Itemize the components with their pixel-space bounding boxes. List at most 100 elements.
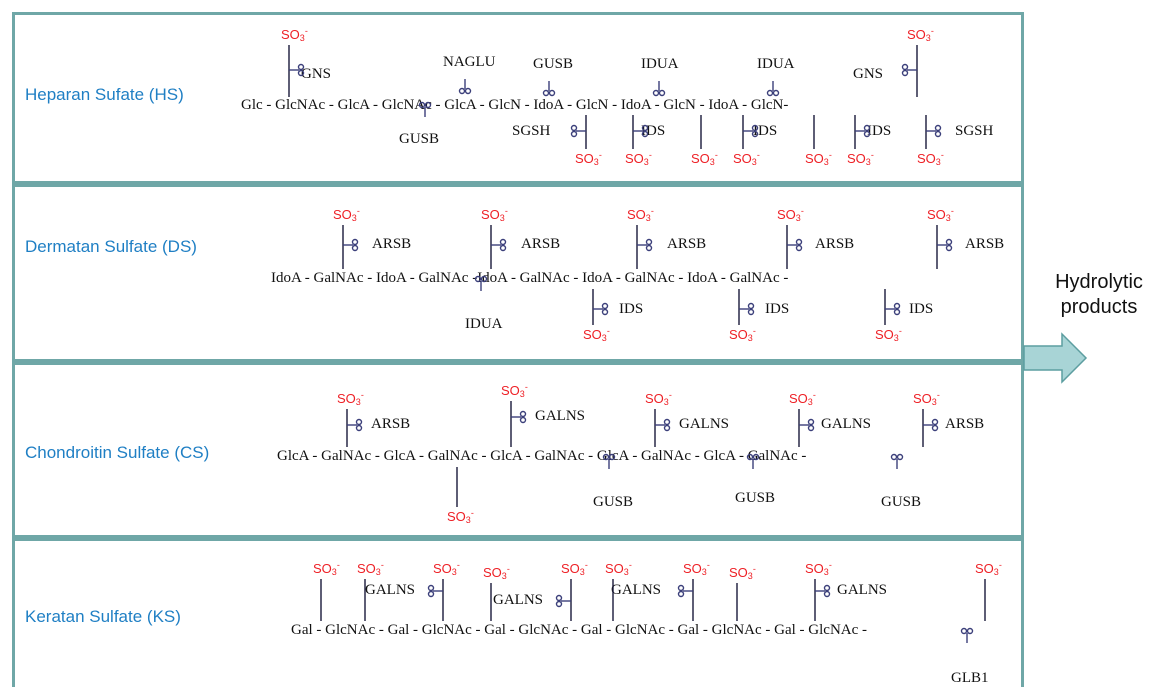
arrow-label-line: products: [1060, 296, 1138, 318]
enzyme-label: IDS: [619, 301, 644, 317]
enzyme-label: GUSB: [533, 56, 574, 72]
scissors-icon: [593, 302, 609, 316]
scissors-icon: [926, 124, 942, 138]
arrow-label-line: Hydrolytic: [1055, 271, 1143, 293]
enzyme-label: GALNS: [493, 592, 544, 608]
scissors-icon: [890, 453, 904, 469]
enzyme-label: IDS: [765, 301, 790, 317]
panel-label: Chondroitin Sulfate (CS): [25, 443, 210, 462]
enzyme-label: GUSB: [735, 490, 776, 506]
panel-label: Heparan Sufate (HS): [25, 85, 184, 104]
enzyme-label: IDS: [909, 301, 934, 317]
sulfate-group: SO3-: [847, 150, 874, 167]
sulfate-group: SO3-: [583, 326, 610, 343]
enzyme-label: IDUA: [465, 316, 503, 332]
scissors-icon: [474, 275, 488, 291]
panel-keratan-sulfate: Keratan Sulfate (KS) Gal - GlcNAc - Gal …: [12, 538, 1024, 687]
sulfate-group: SO3-: [501, 382, 528, 399]
sulfate-group: SO3-: [927, 206, 954, 223]
scissors-icon: [347, 418, 363, 432]
enzyme-label: ARSB: [965, 236, 1005, 252]
scissors-icon: [746, 453, 760, 469]
sulfate-group: SO3-: [645, 390, 672, 407]
scissors-icon: [885, 302, 901, 316]
enzyme-label: IDUA: [757, 56, 795, 72]
scissors-icon: [937, 238, 953, 252]
scissors-icon: [766, 81, 780, 97]
bond-diagram: [288, 45, 942, 149]
sulfate-group: SO3-: [733, 150, 760, 167]
scissors-icon: [652, 81, 666, 97]
enzyme-label: ARSB: [372, 236, 412, 252]
scissors-icon: [427, 584, 443, 598]
sulfate-group: SO3-: [683, 560, 710, 577]
scissors-icon: [458, 79, 472, 95]
scissors-icon: [418, 101, 432, 117]
enzyme-label: GALNS: [679, 416, 730, 432]
panel-heparan-sulfate: Heparan Sufate (HS) Glc - GlcNAc - GlcA …: [12, 12, 1024, 184]
hydrolytic-products-label: Hydrolytic products: [1040, 270, 1158, 320]
scissors-icon: [555, 594, 571, 608]
enzyme-label: ARSB: [667, 236, 707, 252]
scissors-icon: [855, 124, 871, 138]
enzyme-label: GUSB: [881, 494, 922, 510]
enzyme-label: IDS: [753, 123, 778, 139]
enzyme-label: GUSB: [399, 131, 440, 147]
scissors-icon: [511, 410, 527, 424]
chain-sequence: GlcA - GalNAc - GlcA - GalNAc - GlcA - G…: [277, 448, 807, 464]
sulfate-group: SO3-: [433, 560, 460, 577]
sulfate-group: SO3-: [337, 390, 364, 407]
enzyme-label: SGSH: [955, 123, 994, 139]
enzyme-label: GLB1: [951, 670, 989, 686]
enzyme-label: GUSB: [593, 494, 634, 510]
enzyme-label: ARSB: [371, 416, 411, 432]
sulfate-group: SO3-: [875, 326, 902, 343]
scissors-icon: [289, 63, 305, 77]
sulfate-group: SO3-: [313, 560, 340, 577]
scissors-icon: [815, 584, 831, 598]
chain-sequence: IdoA - GalNAc - IdoA - GalNAc -IdoA - Ga…: [271, 270, 789, 286]
sulfate-group: SO3-: [691, 150, 718, 167]
sulfate-group: SO3-: [777, 206, 804, 223]
scissors-icon: [491, 238, 507, 252]
enzyme-label: GALNS: [611, 582, 662, 598]
scissors-icon: [602, 453, 616, 469]
scissors-icon: [570, 124, 586, 138]
sulfate-group: SO3-: [605, 560, 632, 577]
enzyme-label: GALNS: [365, 582, 416, 598]
panel-chondroitin-sulfate: Chondroitin Sulfate (CS) GlcA - GalNAc -…: [12, 362, 1024, 538]
sulfate-group: SO3-: [561, 560, 588, 577]
panel-label: Dermatan Sulfate (DS): [25, 237, 197, 256]
scissors-icon: [655, 418, 671, 432]
chain-sequence: Glc - GlcNAc - GlcA - GlcNAc - GlcA - Gl…: [241, 97, 789, 113]
enzyme-label: GALNS: [821, 416, 872, 432]
scissors-icon: [960, 627, 974, 643]
scissors-icon: [799, 418, 815, 432]
sulfate-group: SO3-: [483, 564, 510, 581]
enzyme-label: SGSH: [512, 123, 551, 139]
scissors-icon: [637, 238, 653, 252]
enzyme-label: ARSB: [815, 236, 855, 252]
sulfate-group: SO3-: [447, 508, 474, 525]
enzyme-label: IDS: [867, 123, 892, 139]
scissors-icon: [923, 418, 939, 432]
sulfate-group: SO3-: [917, 150, 944, 167]
enzyme-label: GNS: [301, 66, 332, 82]
enzyme-label: IDUA: [641, 56, 679, 72]
bond-diagram: [342, 225, 953, 325]
sulfate-group: SO3-: [729, 326, 756, 343]
sulfate-group: SO3-: [575, 150, 602, 167]
sulfate-group: SO3-: [975, 560, 1002, 577]
sulfate-group: SO3-: [913, 390, 940, 407]
enzyme-label: ARSB: [521, 236, 561, 252]
enzyme-label: ARSB: [945, 416, 985, 432]
chain-sequence: Gal - GlcNAc - Gal - GlcNAc - Gal - GlcN…: [291, 622, 868, 638]
bond-diagram: [320, 579, 986, 643]
sulfate-group: SO3-: [357, 560, 384, 577]
scissors-icon: [542, 81, 556, 97]
enzyme-label: GNS: [853, 66, 884, 82]
scissors-icon: [739, 302, 755, 316]
scissors-icon: [787, 238, 803, 252]
enzyme-label: GALNS: [535, 408, 586, 424]
sulfate-group: SO3-: [333, 206, 360, 223]
